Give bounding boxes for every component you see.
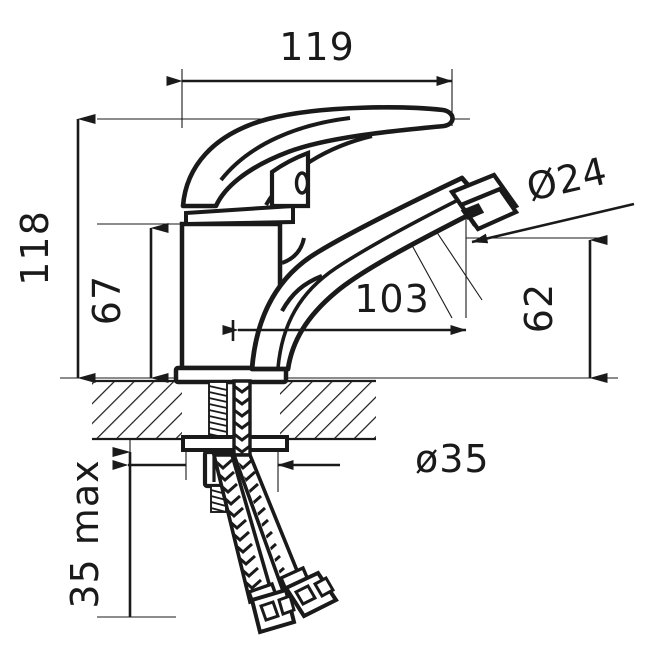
- spout-underside-curve: [280, 274, 323, 313]
- spout: [249, 175, 489, 372]
- dimension-103: 103: [222, 277, 467, 341]
- dimension-119-label: 119: [279, 25, 355, 69]
- dimension-dia35: ø35: [112, 437, 490, 481]
- dimension-67-label: 67: [85, 275, 129, 325]
- aerator-face-detail: [460, 203, 485, 220]
- cartridge-cap: [184, 203, 295, 227]
- handle-pivot-pin: [294, 171, 310, 195]
- dimension-62: 62: [517, 235, 608, 383]
- flex-hose-hot: [231, 379, 339, 619]
- extension-lines: [60, 69, 618, 618]
- flex-hose-cold: [211, 453, 297, 635]
- dimension-35max-label: 35 max: [63, 459, 107, 608]
- dimension-118-label: 118: [13, 210, 57, 286]
- dimension-dia24-label: Ø24: [523, 149, 612, 210]
- dimension-118: 118: [13, 114, 96, 383]
- countertop: [92, 379, 376, 441]
- hose-nut-b: [283, 570, 339, 619]
- dimension-119: 119: [166, 25, 453, 86]
- dimension-103-label: 103: [354, 277, 430, 321]
- body-column: [179, 221, 283, 371]
- body-spout-joint-curve: [281, 237, 306, 265]
- threaded-stud: [208, 381, 228, 440]
- dimension-67: 67: [85, 223, 169, 383]
- dimension-dia35-label: ø35: [415, 437, 490, 481]
- dimension-62-label: 62: [517, 283, 561, 333]
- dimension-35max: 35 max: [63, 447, 132, 617]
- lever-handle: [180, 105, 455, 209]
- body-base-plate: [173, 365, 289, 385]
- hose-nut-a: [249, 587, 297, 635]
